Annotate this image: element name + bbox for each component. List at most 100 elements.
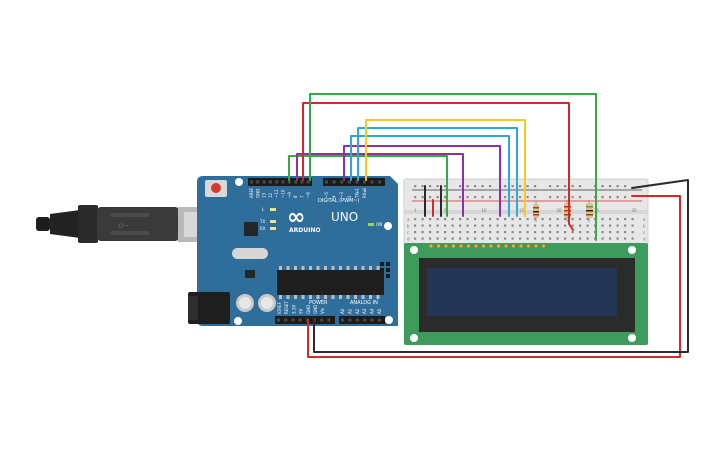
rail-hole[interactable] — [556, 185, 559, 188]
terminal-hole[interactable] — [579, 218, 582, 221]
terminal-hole[interactable] — [616, 224, 619, 227]
terminal-hole[interactable] — [519, 231, 522, 234]
terminal-hole[interactable] — [451, 218, 454, 221]
terminal-hole[interactable] — [541, 218, 544, 221]
rail-hole[interactable] — [414, 185, 417, 188]
lcd-16x2-module[interactable] — [404, 243, 648, 345]
lcd-pin[interactable] — [458, 243, 464, 249]
terminal-hole[interactable] — [474, 231, 477, 234]
header-hole[interactable] — [370, 318, 374, 322]
rail-hole[interactable] — [474, 196, 477, 199]
terminal-hole[interactable] — [511, 218, 514, 221]
terminal-hole[interactable] — [511, 231, 514, 234]
wire-red[interactable] — [307, 195, 681, 358]
terminal-hole[interactable] — [556, 231, 559, 234]
terminal-hole[interactable] — [616, 237, 619, 240]
header-hole[interactable] — [250, 180, 253, 184]
terminal-hole[interactable] — [451, 237, 454, 240]
rail-hole[interactable] — [549, 185, 552, 188]
rail-hole[interactable] — [571, 185, 574, 188]
lcd-pin[interactable] — [496, 243, 501, 249]
terminal-hole[interactable] — [609, 224, 612, 227]
terminal-hole[interactable] — [631, 231, 634, 234]
header-hole[interactable] — [320, 318, 324, 322]
lcd-pin[interactable] — [518, 243, 524, 249]
terminal-hole[interactable] — [616, 231, 619, 234]
terminal-hole[interactable] — [414, 224, 417, 227]
terminal-hole[interactable] — [481, 237, 484, 240]
wire-cyan[interactable] — [357, 127, 518, 217]
terminal-hole[interactable] — [556, 218, 559, 221]
rail-hole[interactable] — [459, 185, 462, 188]
header-hole[interactable] — [327, 318, 331, 322]
header-hole[interactable] — [291, 318, 295, 322]
rail-hole[interactable] — [556, 196, 559, 199]
terminal-hole[interactable] — [616, 218, 619, 221]
header-hole[interactable] — [262, 180, 266, 184]
lcd-pin[interactable] — [503, 243, 509, 249]
terminal-hole[interactable] — [526, 237, 529, 240]
rail-hole[interactable] — [481, 185, 484, 188]
header-hole[interactable] — [363, 318, 367, 322]
terminal-hole[interactable] — [421, 224, 424, 227]
terminal-hole[interactable] — [624, 231, 627, 234]
header-hole[interactable] — [340, 180, 344, 184]
terminal-hole[interactable] — [564, 224, 567, 227]
terminal-hole[interactable] — [526, 231, 529, 234]
header-hole[interactable] — [355, 318, 359, 322]
header-hole[interactable] — [281, 180, 285, 184]
rail-hole[interactable] — [466, 185, 469, 188]
lcd-pin[interactable] — [488, 243, 494, 249]
terminal-hole[interactable] — [609, 237, 612, 240]
terminal-hole[interactable] — [586, 231, 589, 234]
terminal-hole[interactable] — [496, 218, 499, 221]
header-hole[interactable] — [306, 180, 310, 184]
header-hole[interactable] — [256, 180, 260, 184]
lcd-pin[interactable] — [428, 243, 434, 249]
terminal-hole[interactable] — [459, 224, 462, 227]
terminal-hole[interactable] — [609, 218, 612, 221]
resistor[interactable] — [533, 200, 539, 222]
rail-hole[interactable] — [601, 196, 604, 199]
reset-button-cap[interactable] — [211, 183, 221, 193]
terminal-hole[interactable] — [504, 224, 507, 227]
terminal-hole[interactable] — [459, 231, 462, 234]
header-hole[interactable] — [275, 180, 279, 184]
terminal-hole[interactable] — [519, 224, 522, 227]
terminal-hole[interactable] — [451, 224, 454, 227]
rail-hole[interactable] — [564, 196, 567, 199]
lcd-pin[interactable] — [526, 243, 531, 249]
terminal-hole[interactable] — [586, 224, 589, 227]
header-hole[interactable] — [325, 180, 328, 184]
terminal-hole[interactable] — [436, 231, 439, 234]
rail-hole[interactable] — [466, 196, 469, 199]
terminal-hole[interactable] — [579, 224, 582, 227]
header-hole[interactable] — [300, 180, 304, 184]
terminal-hole[interactable] — [601, 224, 604, 227]
terminal-hole[interactable] — [481, 218, 484, 221]
terminal-hole[interactable] — [624, 224, 627, 227]
lcd-pin[interactable] — [436, 243, 441, 249]
header-hole[interactable] — [287, 180, 291, 184]
terminal-hole[interactable] — [549, 231, 552, 234]
lcd-pin[interactable] — [466, 243, 471, 249]
terminal-hole[interactable] — [519, 237, 522, 240]
lcd-pin[interactable] — [473, 243, 479, 249]
terminal-hole[interactable] — [564, 237, 567, 240]
rail-hole[interactable] — [579, 196, 582, 199]
terminal-hole[interactable] — [451, 231, 454, 234]
rail-hole[interactable] — [526, 185, 529, 188]
terminal-hole[interactable] — [466, 218, 469, 221]
rail-hole[interactable] — [511, 196, 514, 199]
terminal-hole[interactable] — [624, 218, 627, 221]
terminal-hole[interactable] — [631, 218, 634, 221]
terminal-hole[interactable] — [489, 237, 492, 240]
terminal-hole[interactable] — [579, 237, 582, 240]
terminal-hole[interactable] — [571, 237, 574, 240]
rail-hole[interactable] — [579, 185, 582, 188]
rail-hole[interactable] — [421, 196, 424, 199]
rail-hole[interactable] — [564, 185, 567, 188]
terminal-hole[interactable] — [496, 237, 499, 240]
terminal-hole[interactable] — [474, 237, 477, 240]
header-hole[interactable] — [294, 180, 298, 184]
